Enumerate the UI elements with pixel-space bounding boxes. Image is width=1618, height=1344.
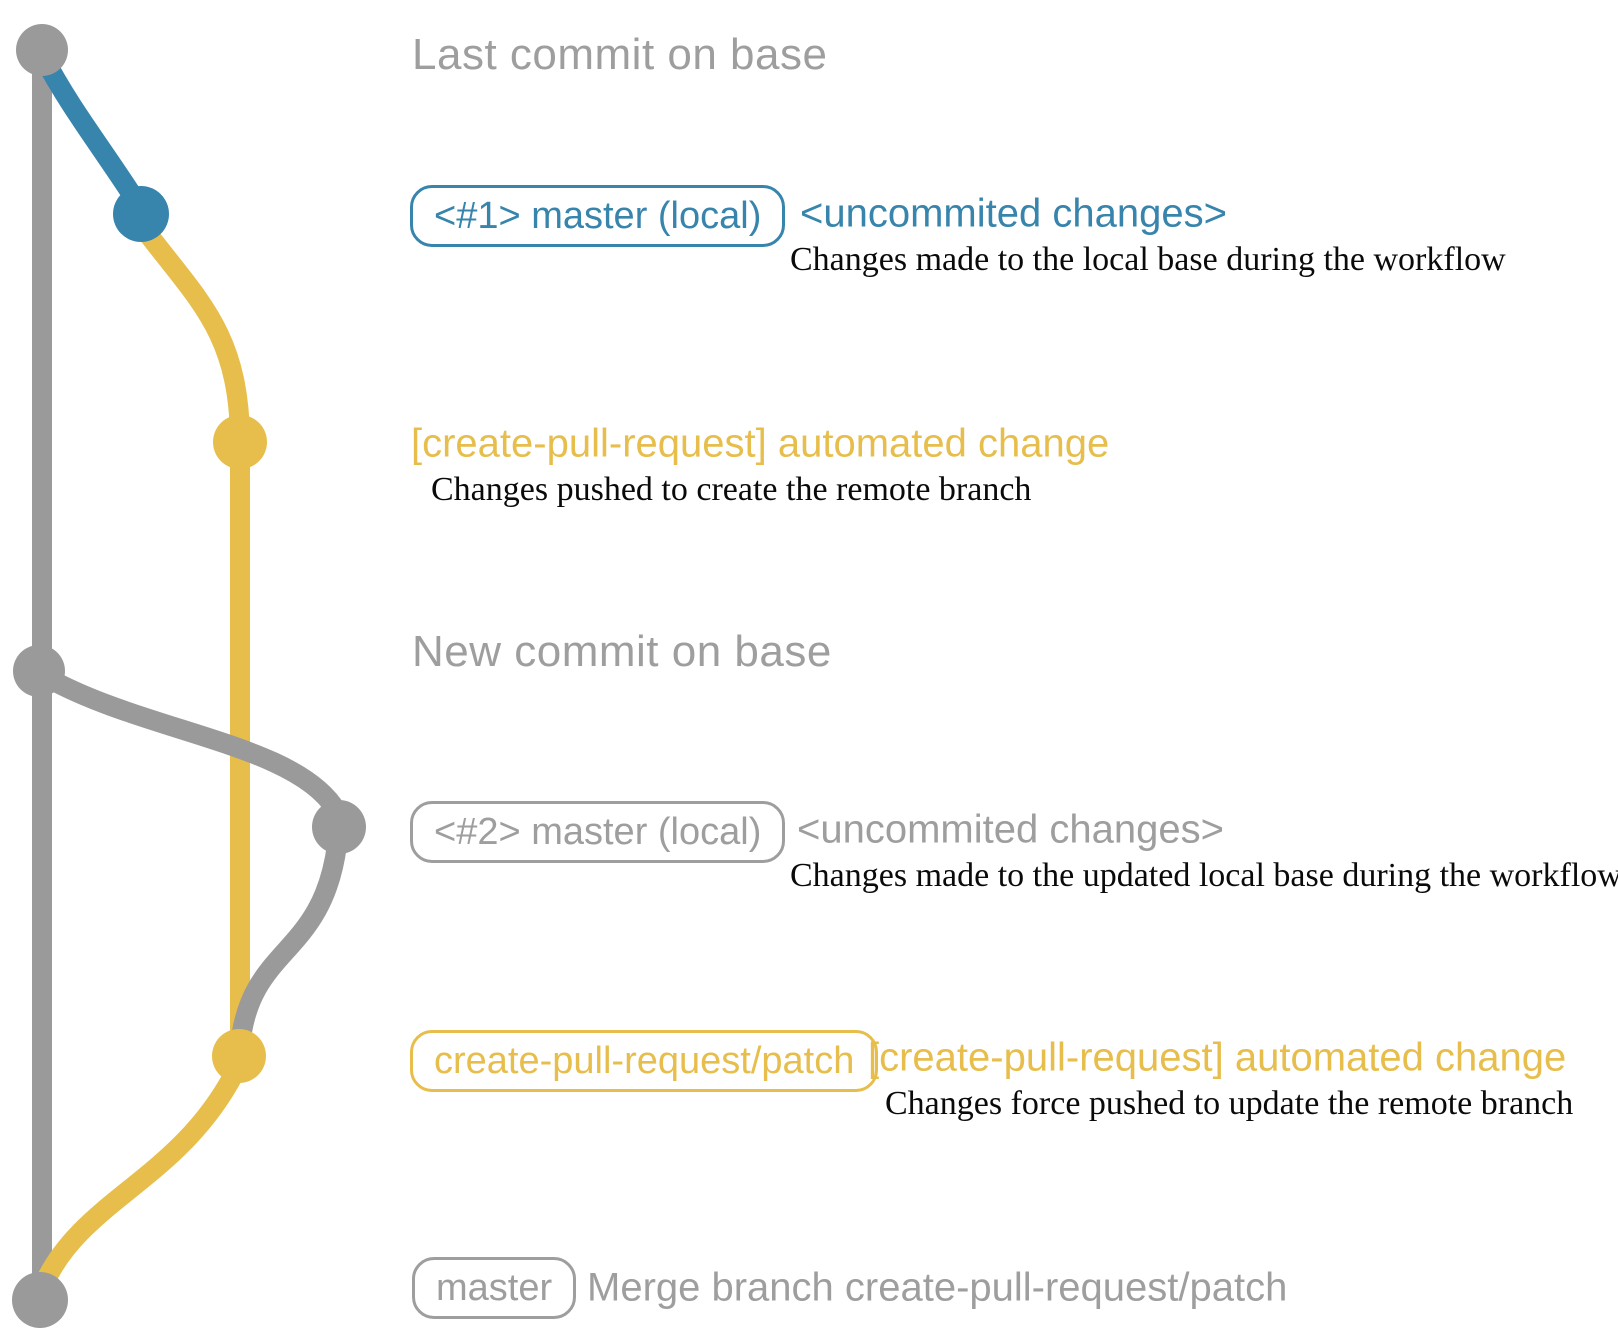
commit-2-master-local	[312, 800, 366, 854]
commit-message-uncommited-2: <uncommited changes>	[797, 807, 1224, 852]
label-last-commit-on-base: Last commit on base	[412, 30, 828, 79]
edge-branch-out-patch-1	[138, 224, 250, 446]
git-graph	[12, 24, 366, 1328]
branch-badge-create-pull-request-patch: create-pull-request/patch	[410, 1030, 879, 1092]
commit-last-on-base	[16, 24, 68, 76]
commit-create-pull-request-2	[212, 1029, 266, 1083]
branch-badge-master-local-1: <#1> master (local)	[410, 185, 786, 247]
detail-pushed-create-remote-branch: Changes pushed to create the remote bran…	[431, 471, 1032, 508]
edge-branch-merge-into-master	[34, 1064, 244, 1294]
detail-updated-local-base-changes: Changes made to the updated local base d…	[790, 857, 1618, 894]
edge-branch-out-local-1	[34, 48, 148, 214]
branch-badge-master-local-2: <#2> master (local)	[410, 801, 786, 863]
edge-branch-in-local-2	[230, 835, 347, 1056]
commit-new-on-base	[13, 645, 65, 697]
branch-badge-master: master	[412, 1257, 577, 1319]
commit-message-automated-change-2: [create-pull-request] automated change	[868, 1035, 1567, 1080]
edge-branch-out-local-2	[38, 668, 346, 820]
commit-message-merge-branch: Merge branch create-pull-request/patch	[587, 1265, 1288, 1310]
commit-1-master-local	[113, 186, 169, 242]
commit-merge-master	[12, 1272, 68, 1328]
label-new-commit-on-base: New commit on base	[412, 627, 832, 676]
detail-force-pushed-update-remote-branch: Changes force pushed to update the remot…	[885, 1085, 1574, 1122]
commit-message-automated-change-1: [create-pull-request] automated change	[411, 421, 1110, 466]
commit-create-pull-request-1	[213, 415, 267, 469]
detail-local-base-changes-1: Changes made to the local base during th…	[790, 241, 1506, 278]
commit-message-uncommited-1: <uncommited changes>	[800, 191, 1227, 236]
